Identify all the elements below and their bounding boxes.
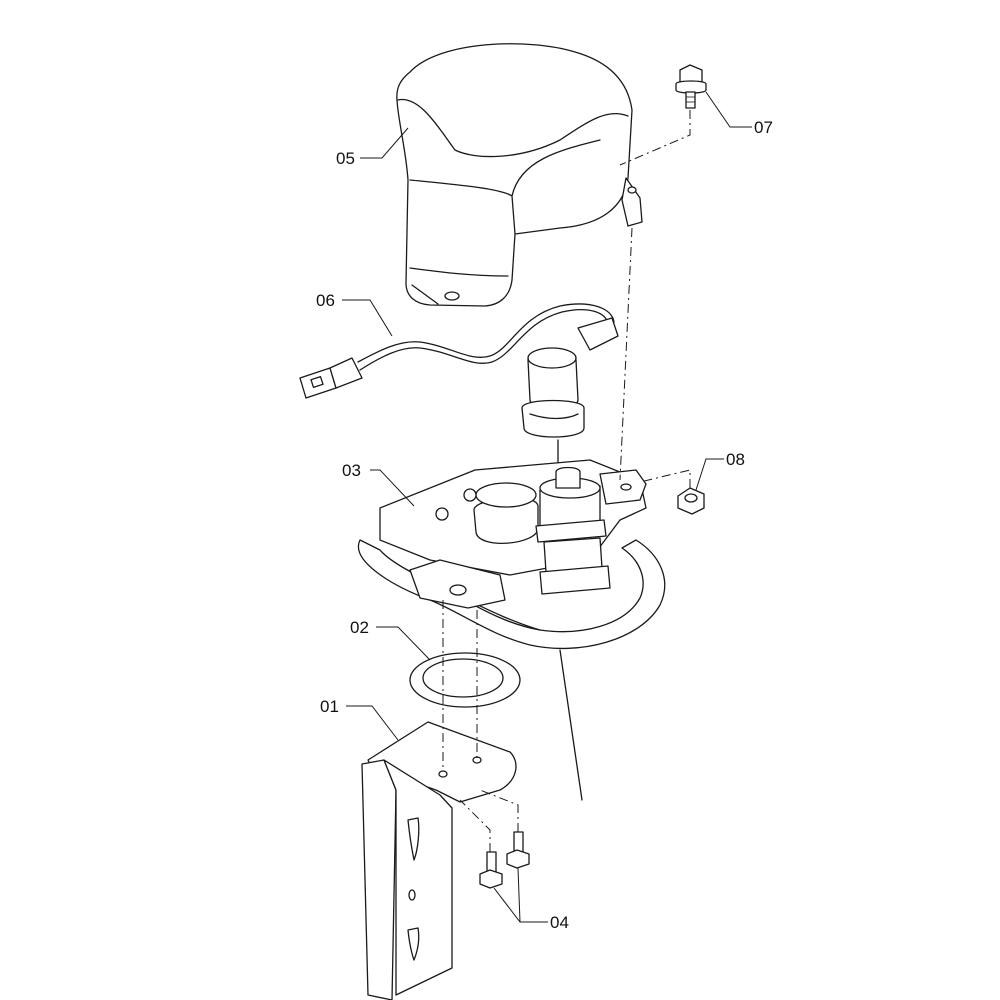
callout-07: 07 <box>754 118 773 137</box>
callout-04: 04 <box>550 913 569 932</box>
part-05-cover[interactable] <box>396 43 643 307</box>
callout-06: 06 <box>316 291 335 310</box>
part-03-valve-assembly[interactable] <box>357 459 666 801</box>
leader-lines <box>342 91 752 923</box>
callout-05: 05 <box>336 149 355 168</box>
part-07-bolt[interactable] <box>675 64 707 109</box>
part-08-nut[interactable] <box>677 487 705 515</box>
part-06-sensor-harness[interactable] <box>299 303 619 471</box>
assembly-axis-lines <box>442 110 691 852</box>
callout-03: 03 <box>342 461 361 480</box>
part-01-bracket[interactable] <box>361 721 517 1000</box>
callout-02: 02 <box>350 618 369 637</box>
callout-01: 01 <box>320 697 339 716</box>
part-02-gasket[interactable] <box>409 652 521 708</box>
part-04-screws[interactable] <box>479 831 530 889</box>
callout-08: 08 <box>726 450 745 469</box>
callout-labels: 05 07 06 03 08 02 01 04 <box>316 118 773 932</box>
